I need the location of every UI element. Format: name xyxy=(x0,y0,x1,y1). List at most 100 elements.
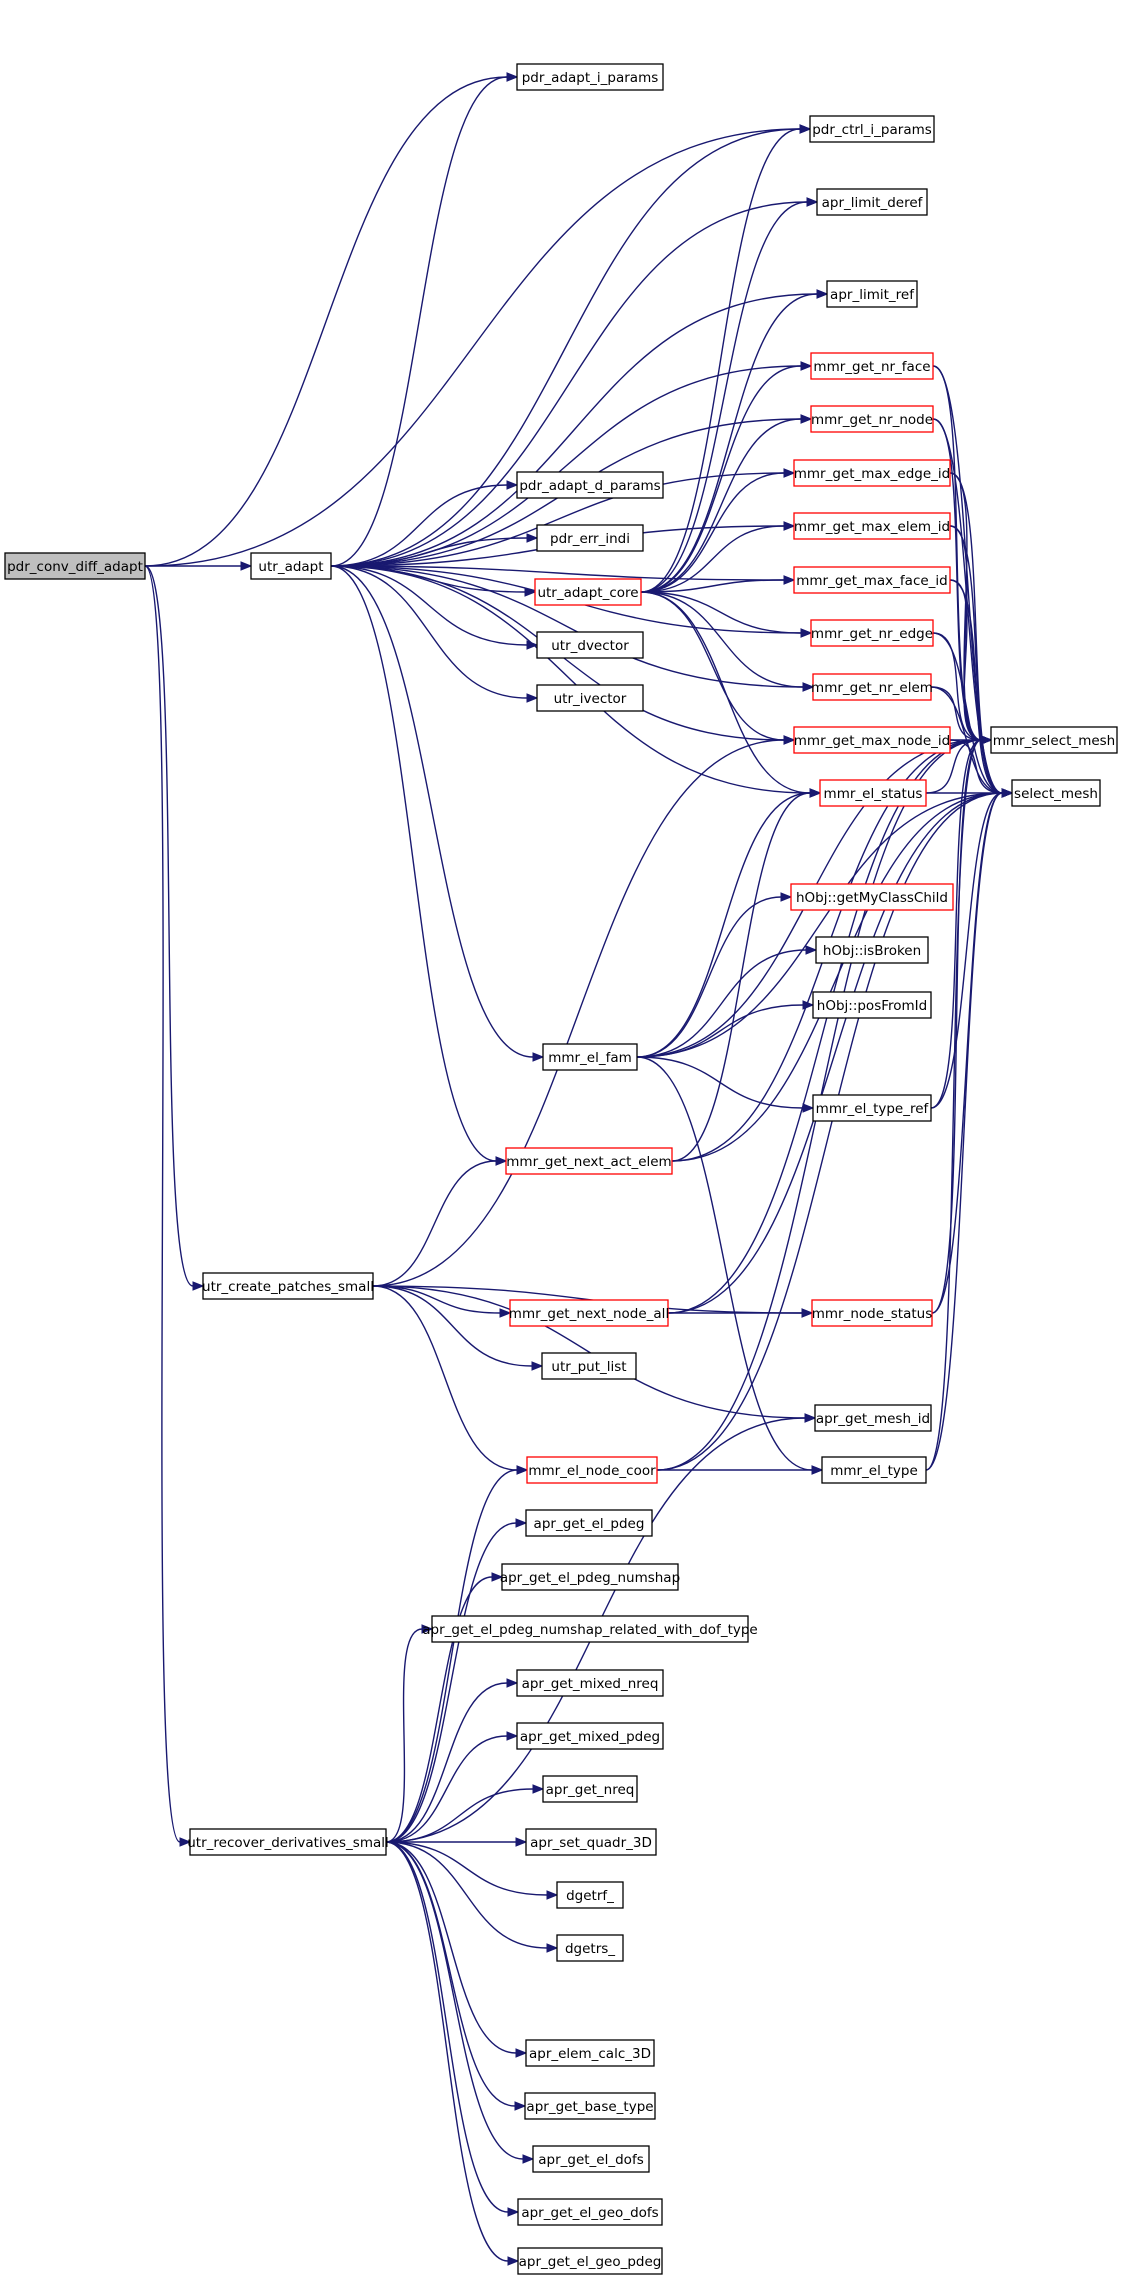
edge-line xyxy=(385,1735,508,1843)
node-mmr-el-type-ref[interactable]: mmr_el_type_ref xyxy=(812,1094,932,1122)
node-box xyxy=(793,512,951,540)
edge-utr_adapt_core-to-apr_limit_deref xyxy=(640,197,819,593)
arrowhead-icon xyxy=(980,735,993,745)
arrowhead-icon xyxy=(507,2207,520,2217)
node-apr-set-quadr-3D[interactable]: apr_set_quadr_3D xyxy=(525,1828,657,1856)
node-mmr-el-status[interactable]: mmr_el_status xyxy=(819,779,927,807)
node-pdr-conv-diff-adapt[interactable]: pdr_conv_diff_adapt xyxy=(4,552,146,580)
edge-line xyxy=(930,686,982,741)
node-apr-elem-calc-3D[interactable]: apr_elem_calc_3D xyxy=(525,2039,655,2067)
node-hObj-posFromId[interactable]: hObj::posFromId xyxy=(812,991,932,1019)
node-dgetrf-[interactable]: dgetrf_ xyxy=(556,1881,624,1909)
node-apr-get-mixed-nreq[interactable]: apr_get_mixed_nreq xyxy=(516,1669,664,1697)
node-apr-limit-deref[interactable]: apr_limit_deref xyxy=(816,188,928,216)
node-pdr-adapt-i-params[interactable]: pdr_adapt_i_params xyxy=(516,63,664,91)
node-mmr-select-mesh[interactable]: mmr_select_mesh xyxy=(990,726,1118,754)
node-mmr-get-nr-elem[interactable]: mmr_get_nr_elem xyxy=(811,673,933,701)
node-mmr-el-type[interactable]: mmr_el_type xyxy=(821,1456,927,1484)
node-mmr-get-next-act-elem[interactable]: mmr_get_next_act_elem xyxy=(505,1147,673,1175)
node-label: apr_get_el_geo_pdeg xyxy=(519,2254,662,2270)
node-utr-adapt[interactable]: utr_adapt xyxy=(250,552,332,580)
edge-utr_adapt_core-to-pdr_ctrl_i_params xyxy=(640,124,812,593)
node-box xyxy=(811,1299,933,1327)
edge-utr_recover_derivatives_small-to-apr_get_base_type xyxy=(385,1841,527,2111)
edge-line xyxy=(636,792,811,1058)
node-mmr-get-nr-node[interactable]: mmr_get_nr_node xyxy=(810,405,934,433)
edge-line xyxy=(372,739,785,1287)
node-utr-put-list[interactable]: utr_put_list xyxy=(541,1352,637,1380)
node-mmr-node-status[interactable]: mmr_node_status xyxy=(811,1299,933,1327)
edge-mmr_node_status-to-mmr_select_mesh xyxy=(931,735,993,1314)
node-apr-get-el-pdeg-numshap[interactable]: apr_get_el_pdeg_numshap xyxy=(500,1563,680,1591)
node-utr-adapt-core[interactable]: utr_adapt_core xyxy=(534,578,642,606)
edge-line xyxy=(144,128,801,567)
edge-utr_create_patches_small-to-mmr_get_next_act_elem xyxy=(372,1156,508,1287)
node-box xyxy=(250,552,332,580)
node-apr-get-el-geo-dofs[interactable]: apr_get_el_geo_dofs xyxy=(517,2198,663,2226)
node-pdr-adapt-d-params[interactable]: pdr_adapt_d_params xyxy=(516,471,664,499)
node-utr-create-patches-small[interactable]: utr_create_patches_small xyxy=(202,1272,374,1300)
node-mmr-get-next-node-all[interactable]: mmr_get_next_node_all xyxy=(509,1299,669,1327)
node-label: dgetrf_ xyxy=(566,1888,614,1904)
edge-mmr_el_type_ref-to-select_mesh xyxy=(930,788,1014,1109)
node-pdr-err-indi[interactable]: pdr_err_indi xyxy=(536,524,644,552)
edge-utr_adapt_core-to-mmr_get_nr_elem xyxy=(640,591,815,692)
node-mmr-get-max-face-id[interactable]: mmr_get_max_face_id xyxy=(793,566,951,594)
edge-line xyxy=(925,792,1003,1471)
node-label: mmr_get_next_act_elem xyxy=(506,1154,671,1170)
node-utr-recover-derivatives-small[interactable]: utr_recover_derivatives_small xyxy=(187,1828,389,1856)
node-apr-limit-ref[interactable]: apr_limit_ref xyxy=(826,280,918,308)
edge-line xyxy=(330,565,804,688)
node-apr-get-el-geo-pdeg[interactable]: apr_get_el_geo_pdeg xyxy=(517,2247,663,2275)
node-apr-get-nreq[interactable]: apr_get_nreq xyxy=(542,1775,638,1803)
edge-line xyxy=(932,632,1003,794)
node-mmr-get-max-edge-id[interactable]: mmr_get_max_edge_id xyxy=(793,459,951,487)
node-apr-get-mixed-pdeg[interactable]: apr_get_mixed_pdeg xyxy=(516,1722,664,1750)
arrowhead-icon xyxy=(499,1308,512,1318)
edge-utr_adapt-to-utr_ivector xyxy=(330,565,539,703)
edge-line xyxy=(144,565,194,1287)
node-dgetrs-[interactable]: dgetrs_ xyxy=(556,1934,624,1962)
node-hObj-getMyClassChild[interactable]: hObj::getMyClassChild xyxy=(790,883,954,911)
node-mmr-get-nr-face[interactable]: mmr_get_nr_face xyxy=(810,352,934,380)
node-select-mesh[interactable]: select_mesh xyxy=(1011,779,1101,807)
edge-line xyxy=(385,1841,517,2054)
edge-utr_adapt_core-to-apr_limit_ref xyxy=(640,289,829,593)
arrowhead-icon xyxy=(799,124,812,134)
node-box xyxy=(516,471,664,499)
node-label: utr_put_list xyxy=(551,1359,626,1375)
node-label: mmr_get_nr_edge xyxy=(811,626,933,642)
edge-line xyxy=(931,739,982,1314)
arrowhead-icon xyxy=(805,945,818,955)
node-apr-get-el-dofs[interactable]: apr_get_el_dofs xyxy=(532,2145,650,2173)
edge-mmr_el_fam-to-mmr_el_status xyxy=(636,788,822,1058)
node-mmr-get-max-elem-id[interactable]: mmr_get_max_elem_id xyxy=(793,512,951,540)
node-utr-dvector[interactable]: utr_dvector xyxy=(536,631,644,659)
arrowhead-icon xyxy=(526,640,539,650)
node-mmr-el-node-coor[interactable]: mmr_el_node_coor xyxy=(526,1456,658,1484)
edge-utr_recover_derivatives_small-to-apr_get_el_pdeg xyxy=(385,1518,528,1843)
edge-line xyxy=(385,1841,509,2213)
node-hObj-isBroken[interactable]: hObj::isBroken xyxy=(815,936,929,964)
node-label: utr_adapt xyxy=(258,559,323,575)
edge-line xyxy=(330,565,811,794)
edge-line xyxy=(385,1469,518,1843)
node-box xyxy=(821,1456,927,1484)
node-mmr-get-max-node-id[interactable]: mmr_get_max_node_id xyxy=(793,726,951,754)
node-utr-ivector[interactable]: utr_ivector xyxy=(536,684,644,712)
node-apr-get-mesh-id[interactable]: apr_get_mesh_id xyxy=(814,1404,932,1432)
arrowhead-icon xyxy=(783,468,796,478)
arrowhead-icon xyxy=(804,1413,817,1423)
node-mmr-get-nr-edge[interactable]: mmr_get_nr_edge xyxy=(810,619,934,647)
node-apr-get-el-pdeg-numshap-related-with-dof-type[interactable]: apr_get_el_pdeg_numshap_related_with_dof… xyxy=(422,1615,758,1643)
node-pdr-ctrl-i-params[interactable]: pdr_ctrl_i_params xyxy=(809,115,935,143)
node-box xyxy=(525,1509,653,1537)
node-label: apr_get_nreq xyxy=(546,1782,635,1798)
arrowhead-icon xyxy=(522,2154,535,2164)
edge-pdr_conv_diff_adapt-to-utr_recover_derivatives_small xyxy=(144,565,192,1847)
node-apr-get-el-pdeg[interactable]: apr_get_el_pdeg xyxy=(525,1509,653,1537)
node-mmr-el-fam[interactable]: mmr_el_fam xyxy=(542,1043,638,1071)
node-label: mmr_el_status xyxy=(824,786,923,802)
node-apr-get-base-type[interactable]: apr_get_base_type xyxy=(524,2092,656,2120)
node-box xyxy=(793,726,951,754)
